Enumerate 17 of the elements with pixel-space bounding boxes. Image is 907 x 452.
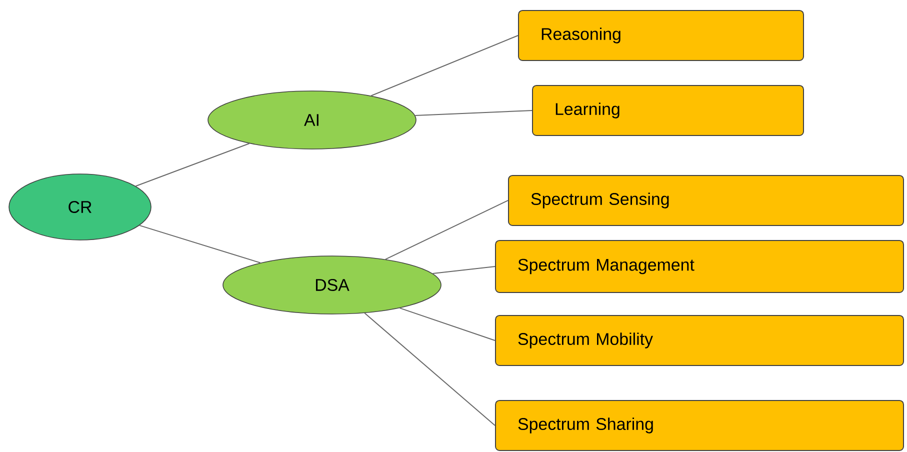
connector-line (399, 308, 496, 341)
connector-line (384, 200, 508, 260)
ellipse-node: AI (208, 90, 416, 150)
ellipse-node: CR (8, 174, 152, 240)
connector-line (135, 143, 250, 187)
process-box: Spectrum Sensing (508, 174, 904, 226)
connector-line (370, 35, 518, 96)
connector-line (414, 110, 532, 116)
process-box: Spectrum Management (495, 240, 904, 293)
connector-line (139, 224, 261, 264)
connector-line (432, 266, 496, 274)
ellipse-node: DSA (222, 256, 442, 314)
process-box: Reasoning (518, 10, 804, 61)
process-box: Spectrum Sharing (495, 400, 904, 451)
process-box: Learning (532, 84, 804, 136)
process-box: Spectrum Mobility (495, 314, 904, 366)
connector-line (364, 312, 496, 426)
